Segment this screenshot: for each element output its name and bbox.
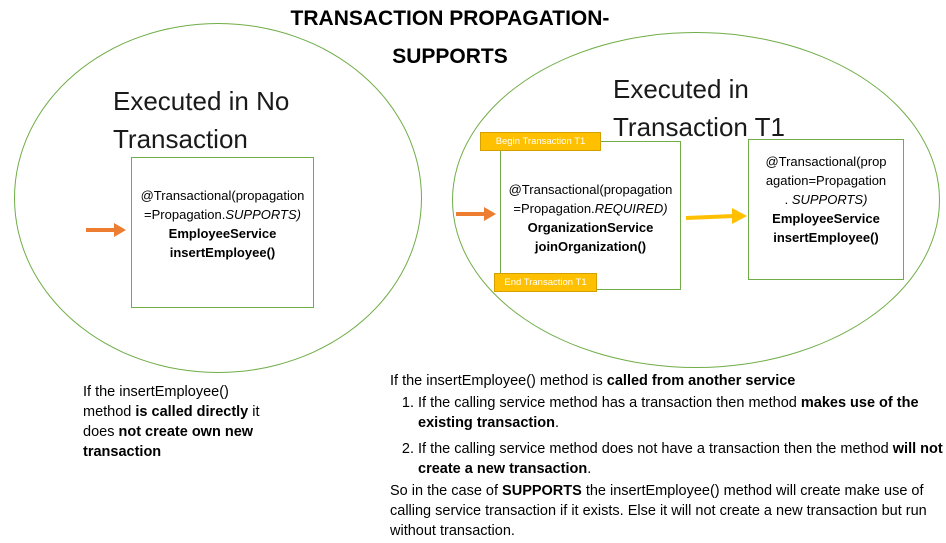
employee-service-box: @Transactional(prop agation=Propagation … [748,139,904,280]
method-name: insertEmployee() [169,245,276,260]
transactional-annotation: @Transactional(propagation =Propagation.… [140,188,305,222]
transaction-t1-circle [452,32,940,368]
end-transaction-tag: End Transaction T1 [494,273,597,292]
note-intro: If the insertEmployee() method is called… [390,373,796,389]
arrow-right-icon [456,207,496,221]
service-call-note: If the insertEmployee() method is called… [390,371,946,541]
transaction-t1-label: Executed in Transaction T1 [613,74,785,142]
begin-transaction-tag: Begin Transaction T1 [480,132,601,151]
diagram-title: TRANSACTION PROPAGATION- SUPPORTS [200,0,700,76]
organization-service-box: @Transactional(propagation =Propagation.… [500,141,681,290]
transactional-annotation: @Transactional(propagation =Propagation.… [508,182,673,216]
employee-service-box: @Transactional(propagation =Propagation.… [131,157,314,308]
method-name: joinOrganization() [534,239,647,254]
no-transaction-label: Executed in No Transaction [113,86,290,154]
note-summary: So in the case of SUPPORTS the insertEmp… [390,483,927,539]
service-name: EmployeeService [168,226,277,241]
arrow-right-icon [685,208,747,224]
transactional-annotation: @Transactional(prop agation=Propagation … [765,154,887,207]
note-list: If the calling service method has a tran… [390,393,946,479]
no-transaction-circle [14,23,422,373]
arrow-right-icon [86,223,126,237]
list-item: If the calling service method does not h… [418,439,946,479]
direct-call-note: If the insertEmployee() method is called… [83,384,260,460]
method-name: insertEmployee() [773,230,879,245]
service-name: EmployeeService [772,211,880,226]
title-line-2: SUPPORTS [392,45,508,68]
service-name: OrganizationService [527,220,654,235]
title-line-1: TRANSACTION PROPAGATION- [290,7,610,30]
list-item: If the calling service method has a tran… [418,393,946,433]
